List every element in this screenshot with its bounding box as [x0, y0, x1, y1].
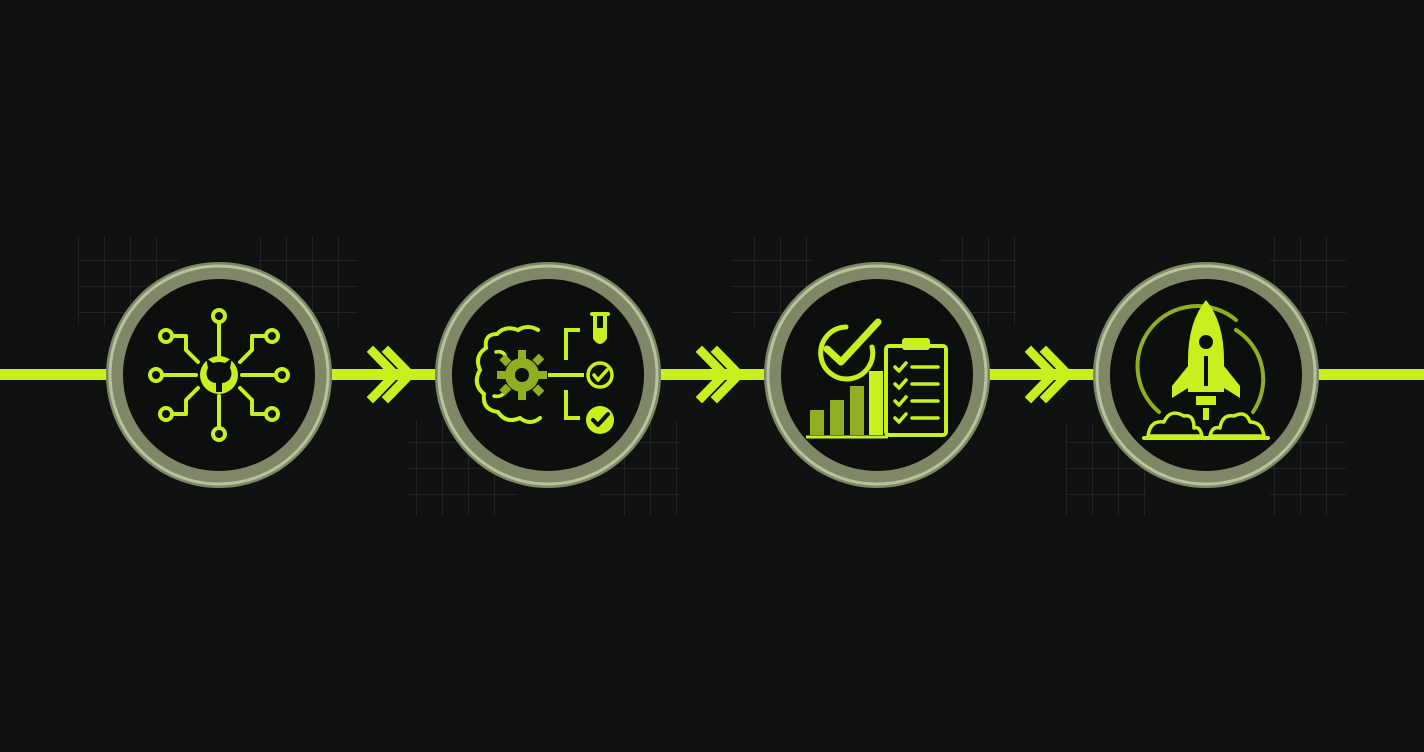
github-network-icon	[148, 308, 290, 442]
brain-gear-testing-icon	[474, 312, 614, 434]
github-icon	[200, 356, 238, 394]
step-3-node	[764, 262, 990, 488]
step-2-node	[435, 262, 661, 488]
flow-line	[0, 369, 1424, 380]
chevron-right-icon	[695, 345, 746, 404]
step-4-node	[1093, 262, 1319, 488]
analytics-checklist-icon	[806, 318, 948, 439]
step-1-node	[106, 262, 332, 488]
chevron-right-icon	[1024, 345, 1075, 404]
rocket-launch-icon	[1135, 300, 1270, 440]
chevron-right-icon	[366, 345, 417, 404]
